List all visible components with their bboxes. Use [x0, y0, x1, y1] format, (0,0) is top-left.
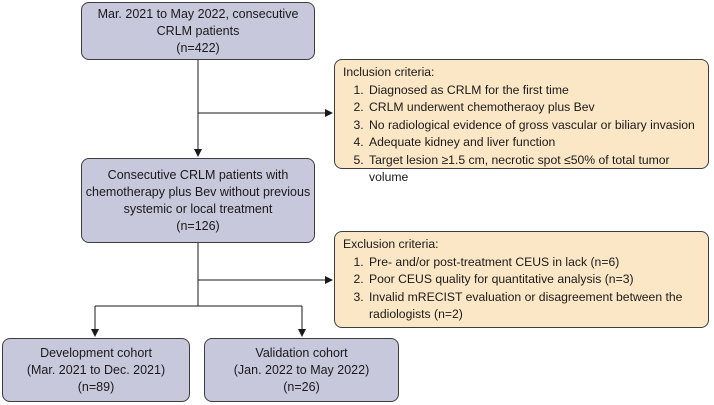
- development-line-2: (Mar. 2021 to Dec. 2021): [26, 362, 166, 377]
- development-line-1: Development cohort: [40, 345, 152, 360]
- inclusion-criteria-box: Inclusion criteria: Diagnosed as CRLM fo…: [334, 59, 709, 184]
- inclusion-title: Inclusion criteria:: [343, 65, 435, 79]
- exclusion-title: Exclusion criteria:: [343, 237, 439, 251]
- consecutive-line-3: systemic or local treatment: [123, 201, 273, 216]
- consecutive-line-4: (n=126): [176, 218, 220, 233]
- development-cohort-box: Development cohort (Mar. 2021 to Dec. 20…: [2, 338, 190, 402]
- exclusion-item: Poor CEUS quality for quantitative analy…: [367, 271, 702, 289]
- validation-line-3: (n=26): [283, 379, 320, 394]
- consecutive-line-1: Consecutive CRLM patients with: [107, 167, 289, 182]
- inclusion-item: CRLM underwent chemotheraoy plus Bev: [367, 99, 702, 117]
- patients-line-1: Mar. 2021 to May 2022, consecutive: [97, 6, 299, 21]
- patients-line-3: (n=422): [176, 40, 220, 55]
- validation-cohort-box: Validation cohort (Jan. 2022 to May 2022…: [204, 338, 399, 402]
- inclusion-list: Diagnosed as CRLM for the first time CRL…: [343, 82, 702, 187]
- patients-box: Mar. 2021 to May 2022, consecutive CRLM …: [81, 2, 315, 60]
- validation-line-2: (Jan. 2022 to May 2022): [233, 362, 370, 377]
- exclusion-list: Pre- and/or post-treatment CEUS in lack …: [343, 254, 702, 324]
- consecutive-patients-box: Consecutive CRLM patients with chemother…: [81, 158, 315, 243]
- consecutive-line-2: chemotherapy plus Bev without previous: [85, 184, 311, 199]
- inclusion-item: No radiological evidence of gross vascul…: [367, 117, 702, 135]
- inclusion-item: Adequate kidney and liver function: [367, 134, 702, 152]
- patients-line-2: CRLM patients: [156, 23, 240, 38]
- inclusion-item: Target lesion ≥1.5 cm, necrotic spot ≤50…: [367, 152, 702, 187]
- validation-line-1: Validation cohort: [255, 345, 348, 360]
- development-line-3: (n=89): [77, 379, 115, 394]
- exclusion-criteria-box: Exclusion criteria: Pre- and/or post-tre…: [334, 231, 709, 328]
- inclusion-item: Diagnosed as CRLM for the first time: [367, 82, 702, 100]
- exclusion-item: Invalid mRECIST evaluation or disagreeme…: [367, 289, 702, 324]
- exclusion-item: Pre- and/or post-treatment CEUS in lack …: [367, 254, 702, 272]
